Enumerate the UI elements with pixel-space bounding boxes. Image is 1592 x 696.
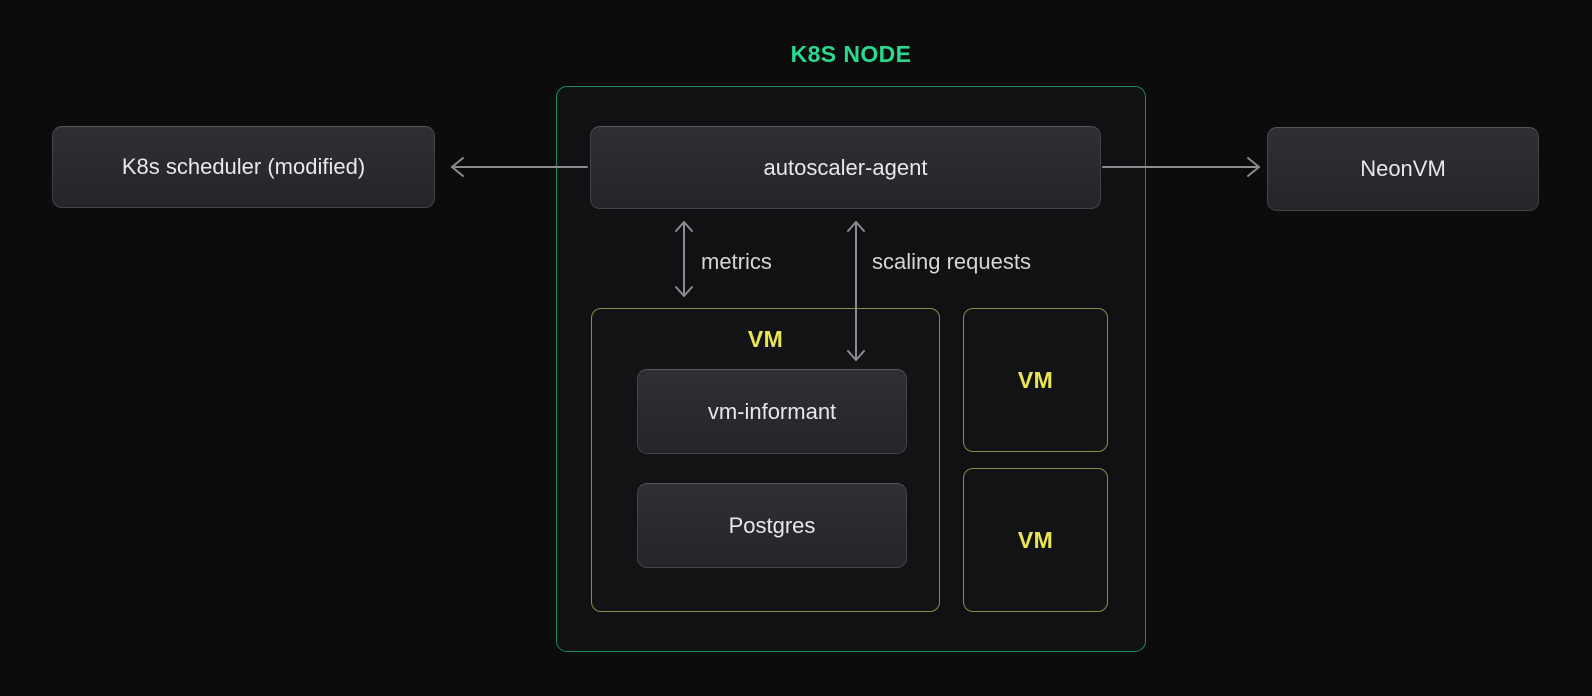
autoscaler-agent-box: autoscaler-agent	[590, 126, 1101, 209]
vm-box-3: VM	[963, 468, 1108, 612]
vm-box-3-label: VM	[1017, 526, 1054, 553]
neonvm-box: NeonVM	[1267, 127, 1539, 211]
k8s-scheduler-label: K8s scheduler (modified)	[121, 154, 366, 179]
vm-box-2-label: VM	[1017, 366, 1054, 393]
scaling-requests-arrow-label: scaling requests	[872, 249, 1031, 274]
metrics-arrow-label: metrics	[701, 249, 772, 274]
postgres-box: Postgres	[637, 483, 907, 568]
neonvm-label: NeonVM	[1360, 156, 1446, 181]
vm-informant-label: vm-informant	[707, 398, 837, 424]
vm-informant-box: vm-informant	[637, 369, 907, 454]
k8s-node-title: K8S NODE	[790, 41, 912, 67]
postgres-label: Postgres	[728, 512, 816, 538]
k8s-scheduler-box: K8s scheduler (modified)	[52, 126, 435, 208]
vm-detailed-label: VM	[747, 326, 784, 352]
vm-box-2: VM	[963, 308, 1108, 452]
vm-detailed-box: VM	[591, 308, 940, 612]
autoscaler-agent-label: autoscaler-agent	[763, 154, 928, 180]
